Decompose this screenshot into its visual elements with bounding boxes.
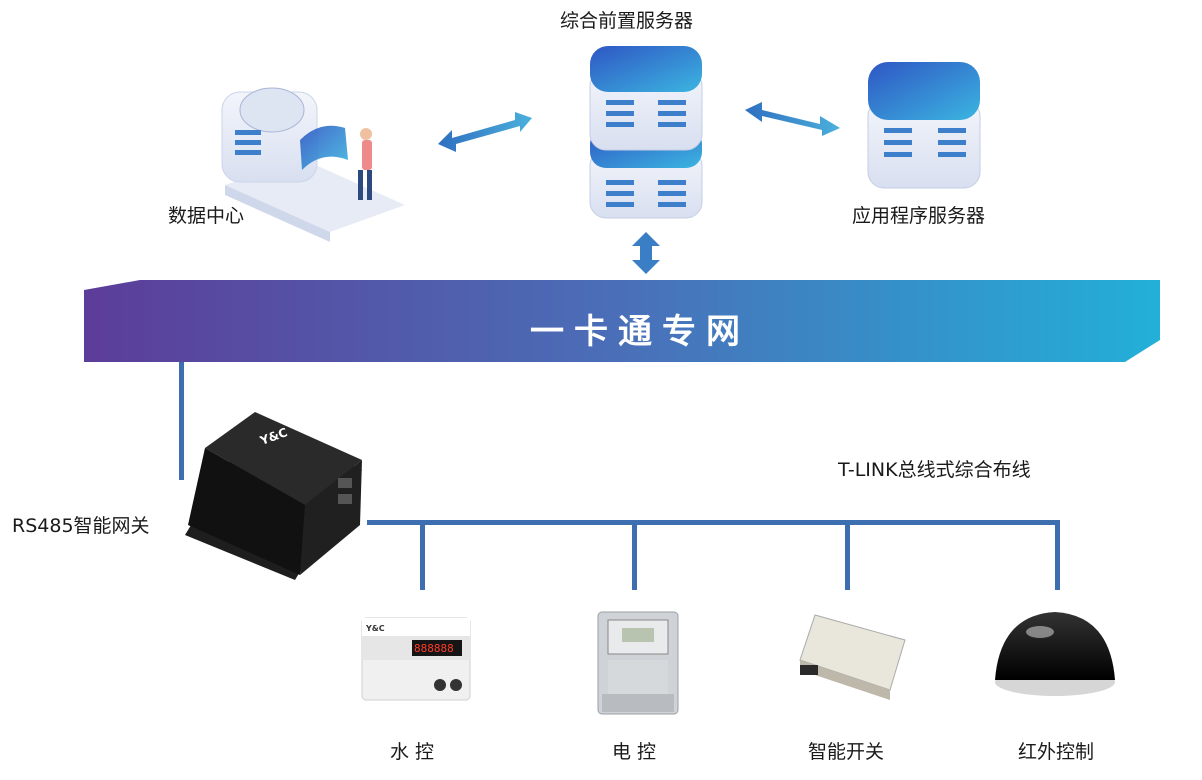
arrow-front-app	[745, 102, 840, 136]
bus-label: T-LINK总线式综合布线	[838, 459, 1031, 481]
arrow-front-network	[632, 232, 660, 274]
electric-meter-device	[597, 611, 679, 715]
network-bar-label: 一卡通专网	[530, 312, 750, 352]
device-label-electric: 电 控	[612, 741, 657, 763]
device-label-switch: 智能开关	[808, 741, 885, 763]
data-center-illustration	[221, 87, 405, 242]
smart-switch-device	[799, 614, 906, 700]
arrow-datacenter-front	[438, 112, 532, 152]
gateway-device: Y&C	[185, 412, 362, 580]
network-bar	[84, 280, 1160, 362]
water-display: 888888	[414, 642, 454, 655]
infrared-dome-device	[995, 612, 1115, 696]
bus-lines	[367, 520, 1060, 590]
water-control-device: 888888 Y&C	[361, 617, 471, 701]
device-label-water: 水 控	[390, 741, 435, 763]
device-label-infrared: 红外控制	[1018, 741, 1095, 763]
water-brand: Y&C	[365, 624, 385, 633]
front-server-label: 综合前置服务器	[560, 10, 694, 32]
gateway-label: RS485智能网关	[12, 515, 150, 537]
app-server-illustration	[867, 62, 981, 189]
front-server-illustration	[589, 46, 703, 219]
app-server-label: 应用程序服务器	[852, 205, 986, 227]
gateway-uplink-line	[179, 362, 184, 480]
data-center-label: 数据中心	[168, 205, 245, 227]
